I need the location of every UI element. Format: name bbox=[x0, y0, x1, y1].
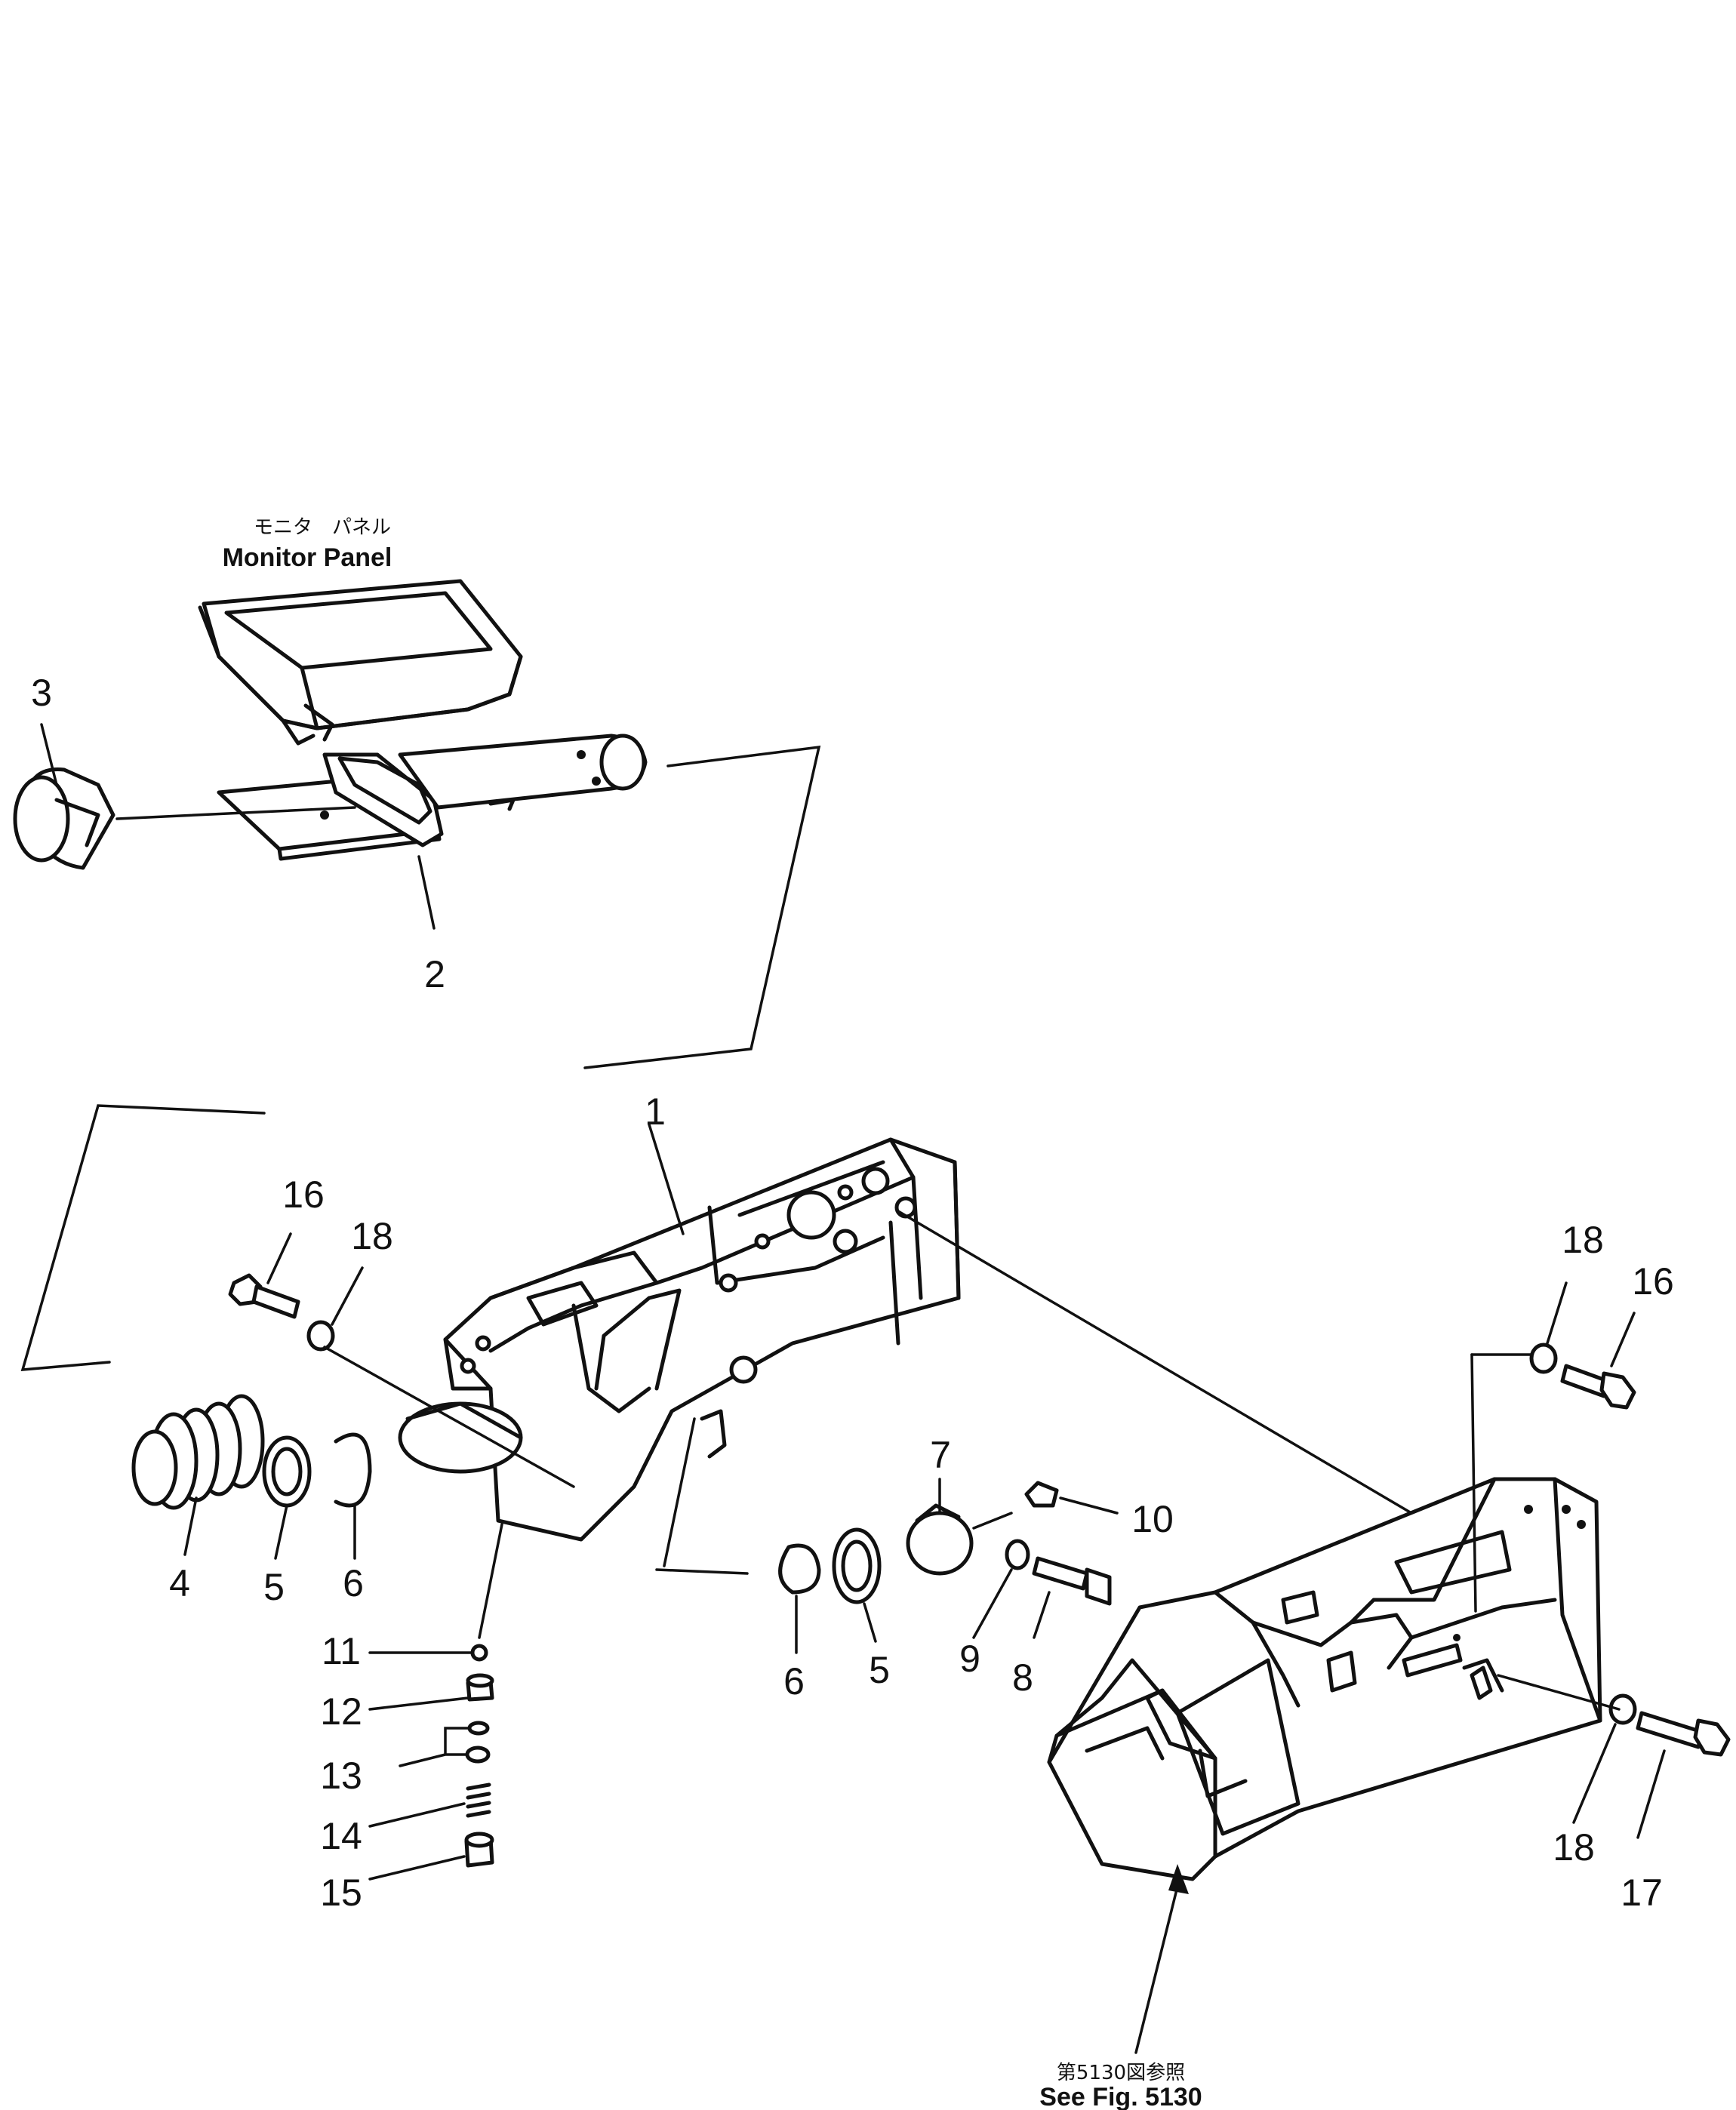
see-figure-label-en: See Fig. 5130 bbox=[1039, 2083, 1202, 2110]
part-16-bolt-right bbox=[1560, 1364, 1636, 1410]
callout-part-18-right-bottom: 18 bbox=[1553, 1826, 1595, 1869]
right-console bbox=[1047, 1477, 1602, 1881]
part-4-boot bbox=[131, 1394, 265, 1510]
callout-part-14: 14 bbox=[320, 1815, 362, 1857]
callout-part-12: 12 bbox=[320, 1690, 362, 1733]
part-3-cap bbox=[13, 767, 115, 870]
steering-column-bracket bbox=[217, 734, 648, 861]
callout-part-2: 2 bbox=[424, 953, 445, 995]
part-18-washer-right-top bbox=[1529, 1343, 1558, 1374]
part-5-washer-mid bbox=[832, 1527, 882, 1604]
callout-part-5-left: 5 bbox=[263, 1566, 285, 1608]
monitor-panel-label-jp: モニタ パネル bbox=[254, 516, 391, 539]
part-18-washer-left bbox=[306, 1320, 335, 1352]
part-18-washer-right-bottom bbox=[1608, 1693, 1637, 1725]
part-6-ring-mid bbox=[778, 1543, 821, 1595]
monitor-panel-label-en: Monitor Panel bbox=[223, 543, 392, 572]
callout-part-17: 17 bbox=[1621, 1872, 1663, 1914]
part-10-fitting bbox=[1024, 1481, 1059, 1508]
callout-part-13: 13 bbox=[320, 1755, 362, 1797]
callout-part-6-mid: 6 bbox=[783, 1660, 805, 1702]
callout-part-8: 8 bbox=[1012, 1656, 1033, 1699]
callout-part-3: 3 bbox=[31, 672, 52, 714]
monitor-panel bbox=[198, 579, 523, 746]
callout-part-15: 15 bbox=[320, 1872, 362, 1914]
callout-part-1: 1 bbox=[645, 1090, 666, 1133]
leader-lines bbox=[20, 723, 1666, 2054]
callout-part-5-mid: 5 bbox=[869, 1649, 890, 1691]
part-5-washer-left bbox=[262, 1435, 312, 1508]
callout-part-7: 7 bbox=[930, 1434, 951, 1476]
main-bracket-part-1 bbox=[398, 1137, 961, 1542]
callout-part-18-left: 18 bbox=[351, 1215, 393, 1257]
callout-part-10: 10 bbox=[1131, 1498, 1174, 1540]
callout-part-18-right-top: 18 bbox=[1562, 1219, 1604, 1261]
part-6-ring-left bbox=[334, 1432, 372, 1508]
part-9-washer bbox=[1005, 1539, 1030, 1570]
see-figure-label-jp: 第5130図参照 bbox=[1057, 2062, 1185, 2084]
part-16-bolt-left bbox=[228, 1273, 300, 1319]
part-7-clamp bbox=[906, 1503, 974, 1576]
callout-part-11: 11 bbox=[322, 1630, 361, 1672]
callout-part-16-right: 16 bbox=[1632, 1260, 1674, 1303]
callout-part-9: 9 bbox=[959, 1638, 980, 1680]
see-figure-arrowhead bbox=[1168, 1864, 1189, 1894]
callout-part-6-left: 6 bbox=[343, 1562, 364, 1604]
part-8-bolt bbox=[1032, 1556, 1112, 1606]
callout-part-4: 4 bbox=[169, 1562, 190, 1604]
callout-part-16-left: 16 bbox=[282, 1173, 325, 1216]
part-17-bolt bbox=[1636, 1711, 1731, 1757]
parts-11-15-stack bbox=[464, 1644, 494, 1868]
